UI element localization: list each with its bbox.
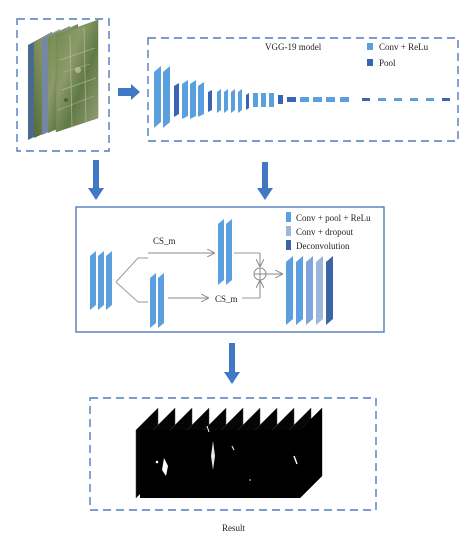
vgg-conv-layer [378, 98, 386, 101]
legend-conv-dropout-label: Conv + dropout [296, 227, 354, 237]
legend-conv-pool-relu-label: Conv + pool + ReLu [296, 213, 371, 223]
vgg-conv-layer [238, 89, 242, 113]
branch-connector [115, 257, 148, 303]
legend-conv-relu-swatch [367, 43, 373, 50]
lower-branch-stack [150, 273, 164, 328]
vgg-conv-layer [182, 80, 188, 119]
vgg-pool-layer [208, 90, 212, 112]
vgg-conv-layer [190, 80, 196, 119]
fusion-box [75, 206, 385, 333]
vgg-conv-layer [269, 93, 274, 107]
vgg-pool-layer [278, 95, 283, 104]
upper-branch-stack [218, 219, 232, 285]
vgg-conv-layer [313, 97, 322, 102]
vgg-legend: Conv + ReLu Pool [367, 42, 429, 68]
vgg-conv-layer [163, 66, 170, 128]
vgg-conv-layer [154, 66, 161, 128]
legend-deconvolution-swatch [286, 240, 291, 250]
vgg-pool-layer [442, 98, 450, 101]
vgg-pool-layer [174, 83, 179, 117]
vgg-conv-layer [217, 89, 221, 113]
legend-deconvolution-label: Deconvolution [296, 241, 350, 251]
legend-conv-relu-label: Conv + ReLu [379, 42, 429, 52]
vgg-conv-layer [340, 97, 349, 102]
fusion-input-stack [90, 251, 112, 310]
cs-m-bottom-label: CS_m [215, 294, 238, 304]
legend-conv-pool-relu-swatch [286, 212, 291, 222]
legend-conv-dropout-swatch [286, 226, 291, 236]
vgg-pool-layer [287, 97, 296, 102]
fusion-legend: Conv + pool + ReLu Conv + dropout Deconv… [286, 212, 371, 251]
arrow-input-to-fusion [88, 160, 104, 200]
vgg-conv-layer [410, 98, 418, 101]
vgg-conv-layer [198, 82, 204, 117]
element-sum-icon [253, 267, 267, 281]
result-mask-stack [135, 407, 323, 499]
vgg-pool-layer [362, 98, 370, 101]
decoder-stack [286, 256, 333, 325]
vgg-conv-layer [261, 93, 266, 107]
vgg-conv-layer [394, 98, 402, 101]
vgg-conv-layer [300, 97, 309, 102]
legend-pool-label: Pool [379, 58, 396, 68]
result-caption: Result [222, 523, 246, 533]
vgg-conv-layer [253, 93, 258, 107]
vgg-conv-layer [426, 98, 434, 101]
arrow-to-vgg [118, 84, 140, 100]
vgg-layers [154, 66, 450, 128]
legend-pool-swatch [367, 59, 373, 66]
vgg-conv-layer [326, 97, 335, 102]
input-image-box [16, 18, 110, 152]
arrow-fusion-to-result [224, 343, 240, 384]
vgg-conv-layer [224, 89, 228, 113]
vgg-pool-layer [246, 93, 249, 110]
arrow-vgg-to-fusion [257, 162, 273, 200]
vgg-title: VGG-19 model [265, 42, 322, 52]
vgg-conv-layer [231, 89, 235, 113]
satellite-image-stack [28, 19, 99, 140]
vgg-model-box [147, 37, 459, 142]
cs-m-top-label: CS_m [153, 236, 176, 246]
result-box [89, 397, 377, 511]
